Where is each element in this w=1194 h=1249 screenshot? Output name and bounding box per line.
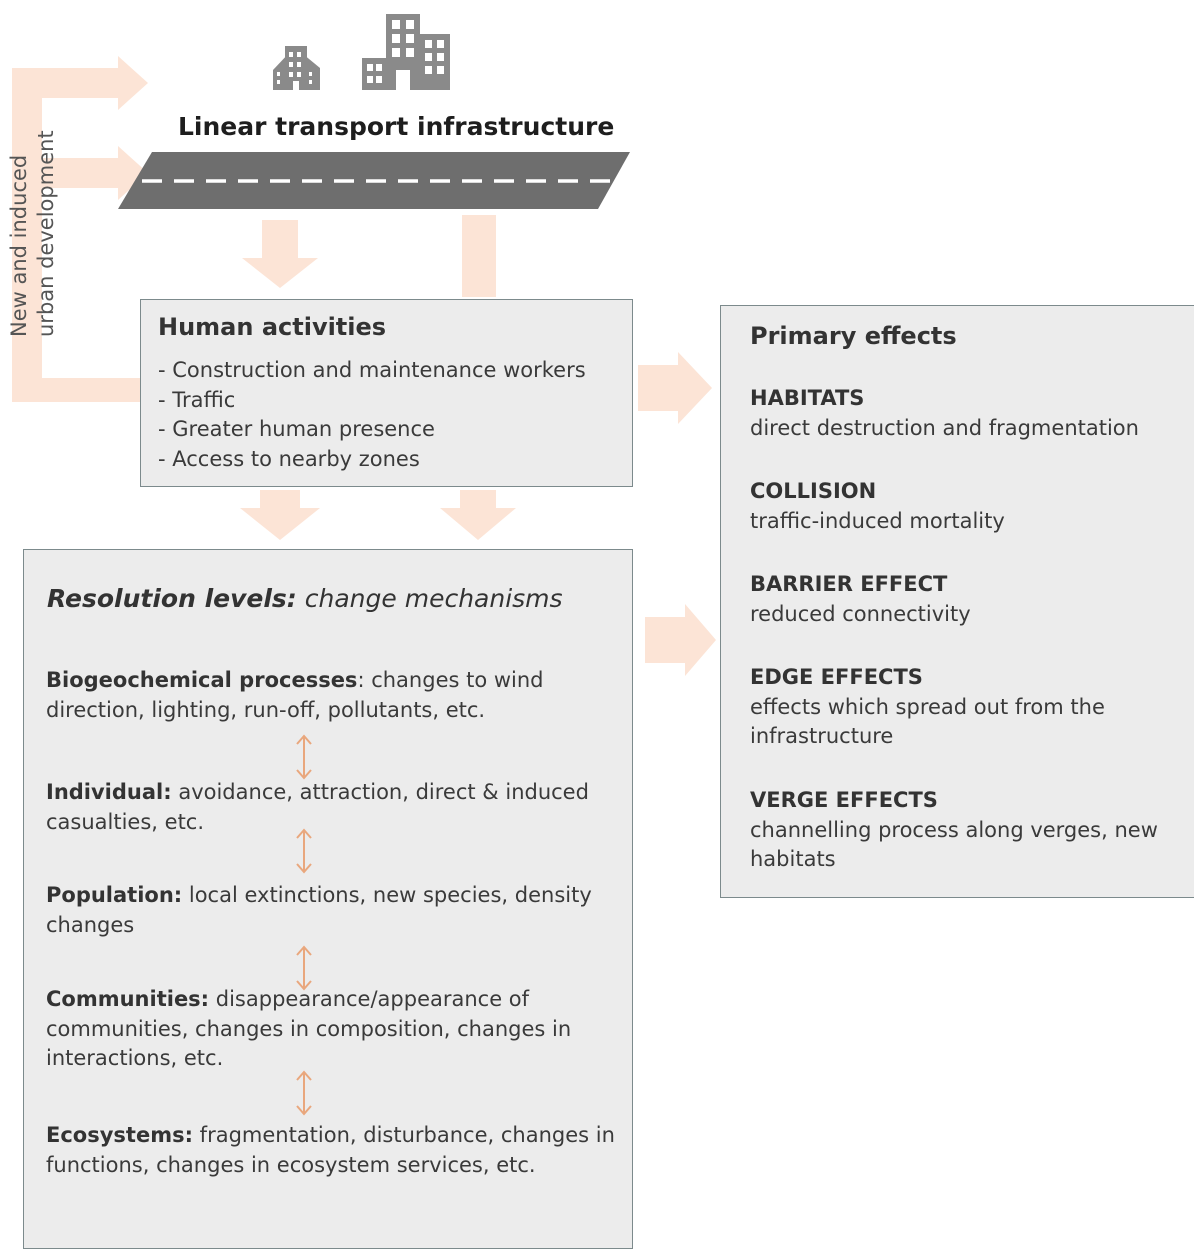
urban-development-arrow [12, 56, 152, 402]
effect-verge: VERGE EFFECTS channelling process along … [750, 786, 1190, 875]
resolution-levels-box: Resolution levels: change mechanisms Bio… [23, 549, 633, 1249]
primary-effects-title: Primary effects [750, 322, 957, 350]
tall-building-icon [362, 14, 450, 90]
level-communities: Communities: disappearance/appearance of… [46, 985, 621, 1074]
human-activities-box: Human activities Construction and mainte… [140, 299, 633, 487]
effect-collision: COLLISION traffic-induced mortality [750, 477, 1190, 536]
double-arrow-icon [296, 945, 312, 991]
effect-heading: HABITATS [750, 386, 865, 410]
human-activity-item: Traffic [158, 386, 586, 416]
level-separator [193, 1123, 200, 1147]
urban-development-label: New and induced urban development [6, 97, 60, 337]
level-name: Individual: [46, 780, 172, 804]
human-activity-item: Construction and maintenance workers [158, 356, 585, 386]
level-separator: : [357, 668, 372, 692]
urban-development-label-line2: urban development [34, 130, 58, 337]
effect-edge: EDGE EFFECTS effects which spread out fr… [750, 663, 1190, 752]
flow-arrow-down-1 [242, 220, 318, 288]
small-building-icon [273, 46, 320, 90]
level-individual: Individual: avoidance, attraction, direc… [46, 778, 621, 837]
effect-heading: BARRIER EFFECT [750, 572, 948, 596]
effect-description: traffic-induced mortality [750, 508, 1005, 533]
level-separator [209, 987, 216, 1011]
primary-effects-box: Primary effects HABITATS direct destruct… [720, 305, 1194, 898]
level-name: Communities: [46, 987, 210, 1011]
level-biogeochemical: Biogeochemical processes: changes to win… [46, 666, 621, 725]
human-activities-title: Human activities [158, 313, 387, 341]
flow-bar-road [462, 215, 496, 297]
level-text: changes to wind direction, lighting, run… [46, 668, 544, 722]
double-arrow-icon [296, 1070, 312, 1116]
resolution-title-rest: change mechanisms [296, 584, 563, 613]
effect-description: reduced connectivity [750, 601, 971, 626]
human-activities-list: Construction and maintenance workers Tra… [158, 356, 586, 475]
level-name: Ecosystems: [46, 1123, 193, 1147]
resolution-title-bold: Resolution levels: [47, 584, 297, 613]
flow-arrow-down-3 [440, 490, 516, 540]
effect-description: direct destruction and fragmentation [750, 415, 1139, 440]
level-population: Population: local extinctions, new speci… [46, 881, 621, 940]
level-text: disappearance/appearance of communities,… [46, 987, 572, 1070]
flow-arrow-right-1 [638, 352, 712, 424]
effect-heading: VERGE EFFECTS [750, 788, 938, 812]
effect-heading: EDGE EFFECTS [750, 665, 923, 689]
level-separator [182, 883, 189, 907]
resolution-levels-title: Resolution levels: change mechanisms [47, 584, 563, 613]
urban-development-label-line1: New and induced [7, 154, 31, 337]
double-arrow-icon [296, 734, 312, 780]
level-ecosystems: Ecosystems: fragmentation, disturbance, … [46, 1121, 621, 1180]
level-text: avoidance, attraction, direct & induced … [46, 780, 589, 834]
flow-arrow-down-2 [240, 490, 320, 540]
human-activity-item: Access to nearby zones [158, 445, 586, 475]
level-name: Biogeochemical processes [46, 668, 358, 692]
road-icon [118, 152, 630, 209]
double-arrow-icon [296, 828, 312, 874]
effect-heading: COLLISION [750, 479, 877, 503]
level-name: Population: [46, 883, 183, 907]
level-text: fragmentation, disturbance, changes in f… [46, 1123, 615, 1177]
effect-habitats: HABITATS direct destruction and fragment… [750, 384, 1190, 443]
level-text: local extinctions, new species, density … [46, 883, 592, 937]
diagram-title: Linear transport infrastructure [178, 112, 615, 141]
flow-arrow-right-2 [645, 604, 716, 676]
effect-description: channelling process along verges, new ha… [750, 817, 1158, 872]
human-activity-item: Greater human presence [158, 415, 586, 445]
effect-description: effects which spread out from the infras… [750, 694, 1105, 749]
effect-barrier: BARRIER EFFECT reduced connectivity [750, 570, 1190, 629]
